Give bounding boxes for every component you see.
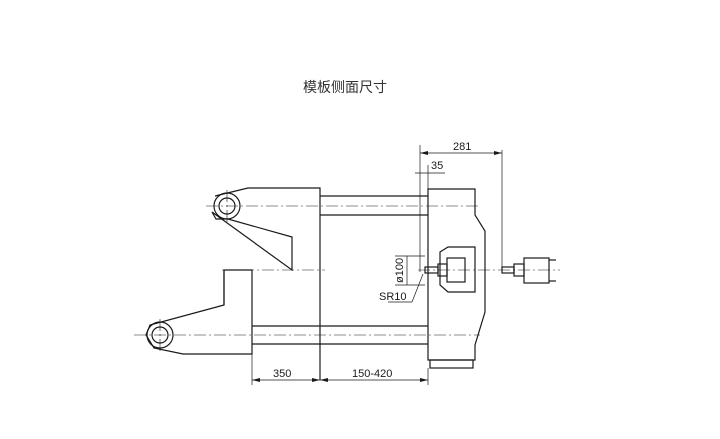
dimension-lines: 281 35 ø100 SR10 350 150-420	[251, 141, 503, 385]
dim-35: 35	[431, 160, 443, 172]
drawing-title: 模板侧面尺寸	[303, 80, 387, 96]
upper-toggle-link	[211, 187, 321, 380]
dim-281: 281	[453, 141, 471, 153]
fixed-platen	[427, 188, 486, 369]
dim-350: 350	[273, 368, 291, 380]
centerlines	[134, 190, 560, 351]
tie-bars	[252, 195, 428, 345]
dim-150-420: 150-420	[352, 368, 392, 380]
dim-sr10: SR10	[379, 291, 407, 303]
dim-diameter-100: ø100	[394, 258, 406, 283]
lower-toggle-link	[145, 269, 253, 355]
nozzle-assembly-right	[501, 257, 556, 284]
